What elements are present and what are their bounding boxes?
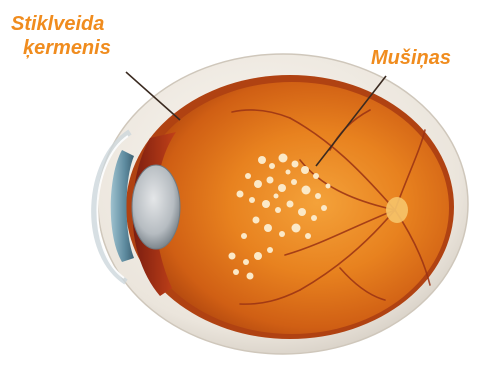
- vitreous-label-line-2: ķermenis: [11, 36, 111, 60]
- vitreous-body-label: Stiklveida ķermenis: [11, 12, 111, 60]
- drusen-label: Mušiņas: [371, 46, 451, 70]
- vitreous-label-line-1: Stiklveida: [11, 12, 111, 36]
- lens: [132, 165, 180, 249]
- optic-disc: [386, 197, 408, 223]
